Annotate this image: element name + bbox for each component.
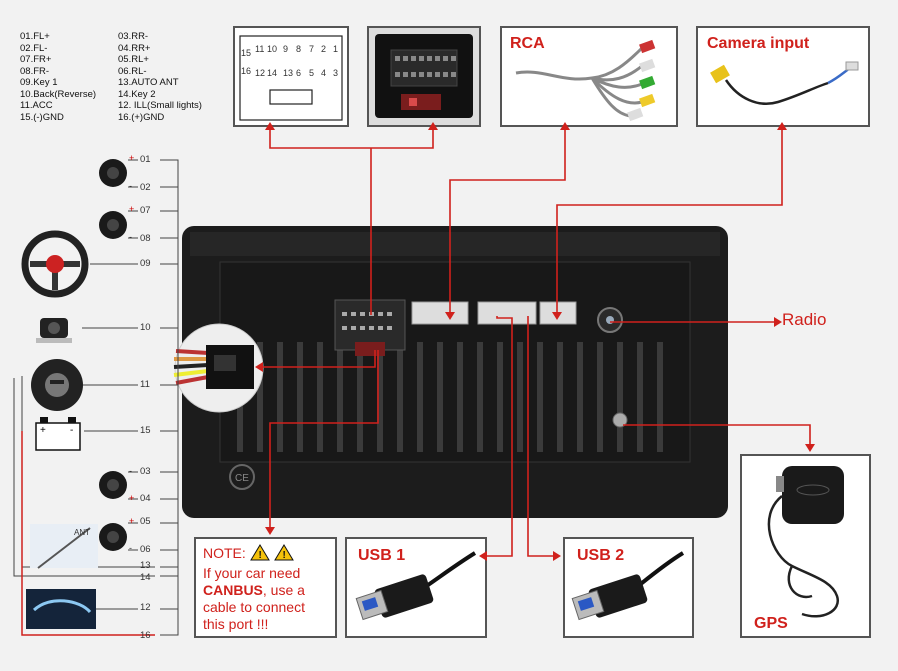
legend-item: 12. ILL(Small lights) <box>118 100 202 111</box>
svg-text:!: ! <box>282 550 285 561</box>
battery-plus: + <box>40 425 46 436</box>
pin-number: 10 <box>267 44 278 54</box>
legend-item: 10.Back(Reverse) <box>20 88 97 100</box>
warning-icon: ! <box>249 544 270 565</box>
note-canbus: CANBUS <box>203 582 263 598</box>
wire-label: 02 <box>140 182 151 193</box>
usb1-cable-image <box>355 551 477 621</box>
wire-label: 15 <box>140 425 151 436</box>
warning-icon: ! <box>273 544 294 565</box>
legend-item: 15.(-)GND <box>20 111 64 123</box>
note-line4: this port !!! <box>203 616 269 632</box>
wire-label: 10 <box>140 322 151 333</box>
speaker-icon <box>99 159 127 551</box>
legend-item: 02.FL- <box>20 42 48 54</box>
camera-input-box: Camera input <box>696 26 870 127</box>
usb2-cable-image <box>571 551 685 621</box>
pin-number: 9 <box>283 44 289 54</box>
wire-label: 09 <box>140 258 151 269</box>
polarity-mark: - <box>129 181 132 191</box>
usb2-box: USB 2 <box>563 537 694 638</box>
left-wiring-diagram <box>13 159 179 636</box>
wire-label: 01 <box>140 154 151 165</box>
pin-number: 6 <box>296 68 302 78</box>
gps-box: GPS <box>740 454 871 638</box>
harness-pinout-box: 15 11 10 9 8 7 2 1 16 12 14 13 6 5 4 3 <box>233 26 349 127</box>
harness-inset-image <box>173 323 264 413</box>
harness-plug-image <box>375 34 473 118</box>
usb2-label: USB 2 <box>577 547 625 564</box>
camera-input-label: Camera input <box>707 35 810 52</box>
polarity-mark: - <box>129 466 132 476</box>
wire-label: 12 <box>140 602 151 613</box>
gps-label: GPS <box>754 615 788 632</box>
note-line1: If your car need <box>203 565 301 581</box>
polarity-mark: + <box>129 516 135 526</box>
legend-item: 11.ACC <box>20 100 53 111</box>
harness-plug-photo-box <box>367 26 481 127</box>
legend-item: 04.RR+ <box>118 42 151 54</box>
polarity-mark: - <box>129 232 132 242</box>
legend-item: 08.FR- <box>20 65 50 77</box>
pinout-diagram <box>239 35 343 121</box>
svg-text:!: ! <box>258 550 261 561</box>
polarity-mark: + <box>129 493 135 503</box>
legend-item: 07.FR+ <box>20 54 52 65</box>
pin-number: 14 <box>267 68 278 78</box>
legend-item: 03.RR- <box>118 31 149 42</box>
wire-label: 08 <box>140 233 151 244</box>
pin-number: 2 <box>321 44 327 54</box>
pin-number: 3 <box>333 68 339 78</box>
pin-number: 15 <box>241 48 252 58</box>
usb1-label: USB 1 <box>358 547 406 564</box>
legend-item: 05.RL+ <box>118 54 149 65</box>
rca-box: RCA <box>500 26 678 127</box>
legend-item: 01.FL+ <box>20 31 50 42</box>
pin-legend-left: 01.FL+ 02.FL- 07.FR+ 08.FR- 09.Key 1 10.… <box>20 31 96 123</box>
pin-number: 4 <box>321 68 327 78</box>
gps-antenna-image <box>767 466 844 618</box>
pin-number: 1 <box>333 44 339 54</box>
rca-label: RCA <box>510 35 545 52</box>
battery-minus: - <box>70 425 74 436</box>
pin-number: 5 <box>309 68 315 78</box>
usb1-box: USB 1 <box>345 537 487 638</box>
pin-number: 11 <box>255 44 265 54</box>
pin-number: 13 <box>283 68 294 78</box>
note-text: NOTE: ! ! If your car need CANBUS, use a… <box>203 544 305 633</box>
ant-label: ANT <box>74 528 90 537</box>
camera-cable-image <box>710 61 859 105</box>
polarity-mark: + <box>129 153 135 163</box>
note-prefix: NOTE: <box>203 545 246 562</box>
canbus-note-box: NOTE: ! ! If your car need CANBUS, use a… <box>194 537 337 638</box>
wire-label: 03 <box>140 466 151 477</box>
svg-text:CE: CE <box>235 473 249 484</box>
pin-legend-right: 03.RR- 04.RR+ 05.RL+ 06.RL- 13.AUTO ANT … <box>118 31 202 123</box>
wire-label: 05 <box>140 516 151 527</box>
legend-item: 13.AUTO ANT <box>118 77 179 88</box>
legend-item: 14.Key 2 <box>118 88 156 100</box>
pin-number: 16 <box>241 66 252 76</box>
pin-number: 12 <box>255 68 266 78</box>
wire-label: 04 <box>140 493 151 504</box>
wire-label: 06 <box>140 544 151 555</box>
polarity-mark: - <box>129 543 132 553</box>
pin-number: 7 <box>309 44 315 54</box>
note-line3: cable to connect <box>203 599 305 615</box>
polarity-mark: + <box>129 204 135 214</box>
radio-label: Radio <box>782 310 827 329</box>
legend-item: 16.(+)GND <box>118 111 165 123</box>
wire-label: 07 <box>140 205 151 216</box>
note-line2: , use a <box>262 582 305 598</box>
wire-label: 13 <box>140 560 151 571</box>
wire-label: 16 <box>140 630 151 641</box>
rca-cable-image <box>515 39 656 122</box>
legend-item: 09.Key 1 <box>20 77 58 88</box>
wire-label: 11 <box>140 379 150 390</box>
legend-item: 06.RL- <box>118 65 147 77</box>
wire-label: 14 <box>140 572 151 583</box>
pin-number: 8 <box>296 44 302 54</box>
